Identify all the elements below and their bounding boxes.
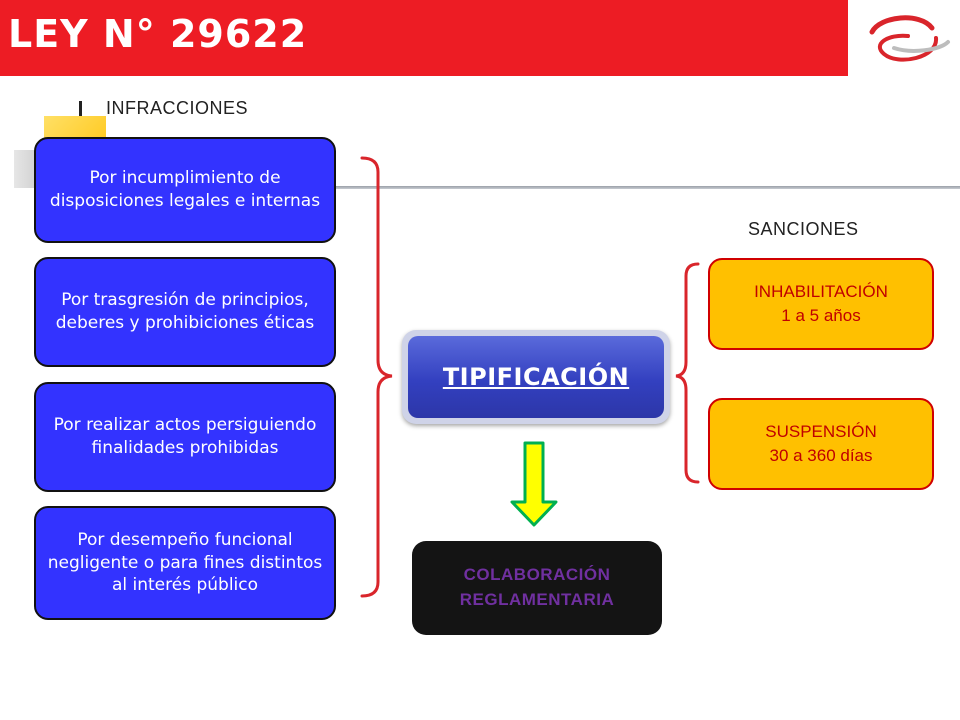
- sancion-title: INHABILITACIÓN: [754, 282, 888, 302]
- swirl-logo-icon: [869, 15, 950, 62]
- infraccion-text: Por trasgresión de principios, deberes y…: [55, 290, 315, 333]
- sancion-detail: 30 a 360 días: [769, 446, 873, 465]
- infraccion-box-2: Por trasgresión de principios, deberes y…: [34, 257, 336, 367]
- sancion-box-inhabilitacion: INHABILITACIÓN 1 a 5 años: [708, 258, 934, 350]
- infraccion-text: Por realizar actos persiguiendo finalida…: [53, 415, 317, 458]
- tipificacion-inner: TIPIFICACIÓN: [408, 336, 664, 418]
- colaboracion-box: COLABORACIÓN REGLAMENTARIA: [412, 541, 662, 635]
- slide-title: LEY N° 29622: [8, 12, 308, 56]
- decor-horizontal-line: [300, 186, 960, 189]
- infraccion-box-1: Por incumplimiento de disposiciones lega…: [34, 137, 336, 243]
- sanciones-label: SANCIONES: [748, 219, 859, 239]
- colaboracion-line1: COLABORACIÓN: [463, 565, 611, 585]
- tipificacion-label: TIPIFICACIÓN: [442, 363, 630, 391]
- infracciones-label: INFRACCIONES: [106, 98, 249, 118]
- infraccion-box-4: Por desempeño funcional negligente o par…: [34, 506, 336, 620]
- down-arrow-icon: [510, 441, 558, 527]
- title-bar: LEY N° 29622: [0, 0, 848, 76]
- infraccion-box-3: Por realizar actos persiguiendo finalida…: [34, 382, 336, 492]
- sancion-title: SUSPENSIÓN: [765, 422, 877, 442]
- sanciones-bracket: [675, 262, 700, 484]
- infracciones-bracket: [360, 156, 393, 598]
- sancion-detail: 1 a 5 años: [781, 306, 861, 325]
- infraccion-text: Por desempeño funcional negligente o par…: [47, 529, 323, 596]
- tipificacion-box: TIPIFICACIÓN: [402, 330, 670, 424]
- sancion-box-suspension: SUSPENSIÓN 30 a 360 días: [708, 398, 934, 490]
- infraccion-text: Por incumplimiento de disposiciones lega…: [49, 168, 321, 211]
- colaboracion-line2: REGLAMENTARIA: [459, 590, 615, 609]
